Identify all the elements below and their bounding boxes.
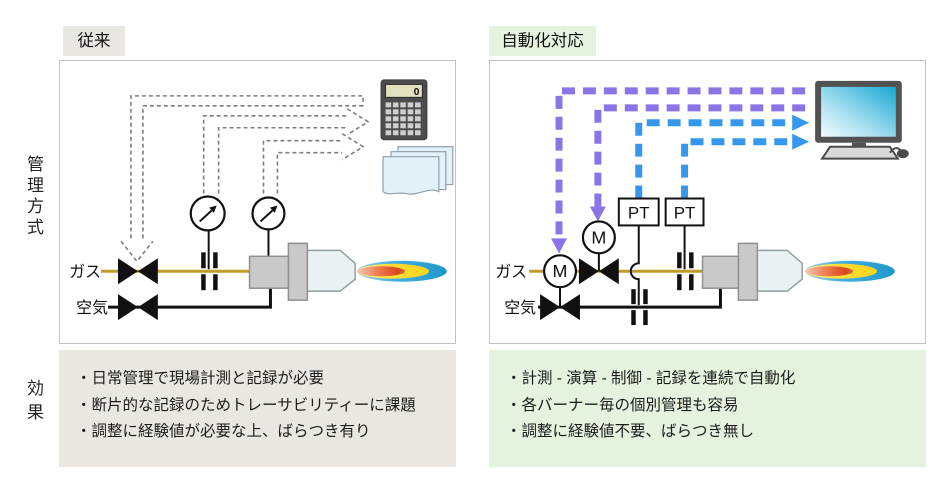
burner-body (701, 255, 740, 289)
gauge-to-records-arrow (262, 139, 343, 194)
conventional-panel: 0 ガス 空気 (59, 60, 456, 344)
pressure-gauge-icon (251, 196, 286, 231)
down-arrowhead (551, 238, 567, 254)
effect-bullet: ・調整に経験値不要、ばらつき無し (506, 423, 755, 440)
right-arrowhead (792, 133, 810, 150)
gas-valve (117, 258, 158, 285)
effect-bullet: ・計測 - 演算 - 制御 - 記録を連続で自動化 (506, 370, 796, 387)
down-arrowhead (120, 240, 154, 263)
keyboard-icon (820, 145, 900, 160)
right-arrowhead (792, 114, 810, 131)
manual-flow-arrows (120, 95, 370, 263)
air-label: 空気 (76, 299, 108, 317)
computer-monitor-icon (815, 80, 909, 160)
management-row-label: 管理方式 (24, 155, 43, 239)
flame (805, 260, 895, 282)
air-motor-actuator: M (542, 254, 578, 289)
burner (248, 242, 356, 301)
pt-label: PT (628, 203, 650, 222)
flame (357, 260, 447, 282)
automated-panel: ガス 空気 M (489, 60, 926, 344)
air-orifice (631, 289, 648, 326)
motor-label: M (553, 261, 568, 281)
measurement-signal-arrows (635, 119, 793, 199)
record-to-valve-arrow (142, 105, 364, 239)
measurement-arrow-pt1 (635, 119, 793, 199)
air-pipe (108, 288, 272, 309)
right-arrowhead (346, 108, 370, 136)
gauge-to-records-arrow (276, 151, 343, 194)
calculator-icon: 0 (380, 79, 428, 141)
automated-effects-box: ・計測 - 演算 - 制御 - 記録を連続で自動化 ・各バーナー毎の個別管理も容… (489, 350, 926, 467)
measurement-arrow-pt2 (681, 138, 793, 199)
calculator-display: 0 (414, 87, 420, 98)
gas-label: ガス (495, 263, 527, 281)
right-arrowhead (341, 133, 365, 161)
pt-sensor-2: PT (664, 197, 705, 227)
record-to-valve-arrow (130, 95, 364, 239)
pt-label: PT (674, 203, 696, 222)
effect-bullet: ・各バーナー毎の個別管理も容易 (506, 396, 739, 414)
air-pipe (538, 288, 722, 309)
conventional-tag: 従来 (63, 26, 125, 56)
control-arrow-to-air-motor (555, 87, 806, 239)
pt-sensor-1: PT (617, 197, 660, 227)
gauge-to-calculator-arrow (217, 126, 348, 194)
motor-label: M (591, 227, 606, 247)
pt1-sense-line (629, 225, 640, 306)
gas-valve (578, 258, 619, 285)
effect-bullet: ・日常管理で現場計測と記録が必要 (76, 370, 325, 387)
effect-bullet: ・調整に経験値が必要な上、ばらつき有り (76, 423, 371, 440)
control-arrow-to-gas-motor (594, 104, 806, 207)
gauge-to-calculator-arrow (202, 115, 348, 194)
effect-bullet: ・断片的な記録のためトレーサビリティーに課題 (76, 396, 416, 414)
control-signal-arrows (555, 87, 806, 239)
documents-icon (382, 146, 454, 195)
automated-diagram: ガス 空気 M (495, 80, 909, 326)
burner-collar (287, 242, 309, 301)
mouse-icon (896, 149, 909, 159)
burner-body (248, 255, 290, 289)
gas-orifice (677, 252, 694, 291)
gas-motor-actuator: M (581, 220, 616, 255)
gas-label: ガス (69, 263, 101, 281)
down-arrowhead (589, 206, 606, 222)
conventional-effects-box: ・日常管理で現場計測と記録が必要 ・断片的な記録のためトレーサビリティーに課題 … (59, 350, 456, 467)
gas-orifice (201, 252, 218, 291)
burner-collar (737, 242, 759, 301)
conventional-diagram: 0 ガス 空気 (69, 79, 454, 321)
burner (701, 242, 803, 301)
air-label: 空気 (504, 299, 536, 317)
pressure-gauge-icon (189, 195, 226, 232)
automated-tag: 自動化対応 (489, 26, 596, 56)
effect-row-label: 効果 (24, 379, 43, 427)
